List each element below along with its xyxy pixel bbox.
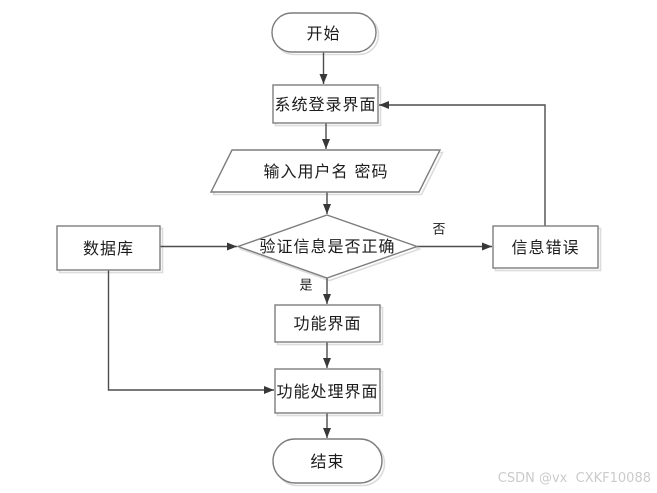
node-label-func: 功能界面 <box>293 314 362 333</box>
node-label-input: 输入用户名 密码 <box>263 161 389 181</box>
node-label-login: 系统登录界面 <box>274 94 377 114</box>
node-shape-funcproc-process <box>274 368 381 414</box>
node-label-database: 数据库 <box>82 238 135 258</box>
edge-database-funcproc <box>107 270 274 394</box>
node-shape-database-process <box>56 225 161 271</box>
csdn-watermark: CSDN @vx CXKF10088 <box>497 471 651 486</box>
edge-error-login <box>379 101 546 226</box>
node-label-error: 信息错误 <box>511 237 580 257</box>
node-shape-input-parallelogram <box>209 149 442 193</box>
node-shape-verify-decision <box>235 214 420 279</box>
connector-layer <box>107 52 546 438</box>
node-label-funcproc: 功能处理界面 <box>276 381 379 401</box>
node-shape-error-process <box>492 225 599 269</box>
shape-layer <box>56 12 599 484</box>
node-shape-func-process <box>274 304 381 343</box>
node-label-start: 开始 <box>306 23 341 43</box>
node-label-end: 结束 <box>310 451 345 471</box>
node-shape-start-terminator <box>271 12 377 53</box>
edge-label-no: 否 <box>432 222 446 238</box>
node-shape-login-process <box>272 84 379 124</box>
edge-label-yes: 是 <box>299 278 313 294</box>
node-shape-end-terminator <box>272 438 383 484</box>
node-label-verify: 验证信息是否正确 <box>259 237 396 256</box>
